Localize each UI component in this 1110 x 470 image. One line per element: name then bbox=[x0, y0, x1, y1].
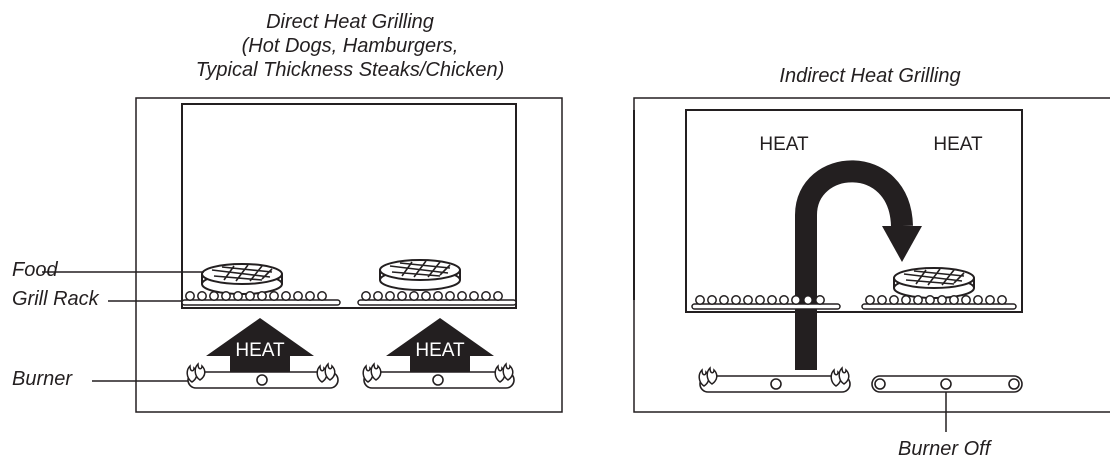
grill-rack-bar bbox=[889, 295, 899, 305]
heat-label: HEAT bbox=[933, 134, 983, 155]
grill-body-outline bbox=[135, 97, 563, 413]
grill-rack-bar bbox=[305, 291, 315, 301]
grill-rack-bar bbox=[803, 295, 813, 305]
grill-rack-bar bbox=[361, 291, 371, 301]
heat-arrow-label: HEAT bbox=[235, 340, 285, 361]
grill-rack-bars bbox=[695, 295, 1007, 305]
grill-rack-bar bbox=[433, 291, 443, 301]
grill-rack-bar bbox=[973, 295, 983, 305]
grill-rack-bar bbox=[695, 295, 705, 305]
burner-off-icon bbox=[871, 375, 1023, 393]
grill-rack-bar bbox=[925, 295, 935, 305]
heat-label: HEAT bbox=[759, 134, 809, 155]
burner-icon bbox=[698, 367, 851, 393]
curved-heat-arrow-icon bbox=[795, 160, 922, 370]
right-title: Indirect Heat Grilling bbox=[779, 65, 961, 87]
grill-rack-bar bbox=[707, 295, 717, 305]
left-title-line-2: (Hot Dogs, Hamburgers, bbox=[241, 35, 459, 57]
right-panel: HEAT HEAT bbox=[633, 97, 1110, 432]
steak-icon bbox=[201, 263, 283, 295]
grill-rack-bar bbox=[421, 291, 431, 301]
grill-rack-bar bbox=[731, 295, 741, 305]
grill-rack-bar bbox=[481, 291, 491, 301]
heat-arrow-icon: HEAT bbox=[386, 318, 494, 372]
grill-rack-bar bbox=[209, 291, 219, 301]
burner-label: Burner bbox=[12, 368, 73, 390]
grill-rack-bar bbox=[961, 295, 971, 305]
grill-rack-bar bbox=[373, 291, 383, 301]
grill-rack-bar bbox=[779, 295, 789, 305]
left-title-line-1: Direct Heat Grilling bbox=[266, 11, 434, 33]
grill-rack-icon bbox=[691, 303, 1017, 310]
grill-rack-bar bbox=[269, 291, 279, 301]
grill-rack-bar bbox=[317, 291, 327, 301]
grill-rack-bar bbox=[743, 295, 753, 305]
burner-off-label: Burner Off bbox=[898, 438, 991, 460]
steak-icon bbox=[893, 267, 975, 299]
grill-rack-bar bbox=[815, 295, 825, 305]
grill-rack-bar bbox=[949, 295, 959, 305]
grill-rack-bar bbox=[185, 291, 195, 301]
grill-rack-bar bbox=[901, 295, 911, 305]
grill-chamber bbox=[685, 109, 1023, 313]
heat-arrow-icon: HEAT bbox=[206, 318, 314, 372]
grill-rack-bar bbox=[719, 295, 729, 305]
grill-body-outline bbox=[633, 97, 1110, 413]
grill-rack-bar bbox=[457, 291, 467, 301]
grill-rack-bar bbox=[385, 291, 395, 301]
grill-rack-bar bbox=[493, 291, 503, 301]
grill-rack-bar bbox=[257, 291, 267, 301]
grill-rack-bar bbox=[791, 295, 801, 305]
grill-rack-bar bbox=[233, 291, 243, 301]
grill-rack-bar bbox=[445, 291, 455, 301]
grill-rack-bar bbox=[985, 295, 995, 305]
grill-rack-bar bbox=[221, 291, 231, 301]
grill-chamber bbox=[181, 103, 517, 309]
grill-rack-label: Grill Rack bbox=[12, 288, 99, 310]
burner-icon bbox=[186, 363, 339, 389]
grill-rack-bar bbox=[937, 295, 947, 305]
grill-rack-bar bbox=[281, 291, 291, 301]
grill-rack-bar bbox=[877, 295, 887, 305]
steak-icon bbox=[379, 259, 461, 291]
left-panel: HEAT HEAT bbox=[42, 97, 563, 413]
grill-rack-bar bbox=[293, 291, 303, 301]
grill-rack-bar bbox=[767, 295, 777, 305]
grill-rack-bar bbox=[755, 295, 765, 305]
heat-arrow-label: HEAT bbox=[415, 340, 465, 361]
burner-icon bbox=[362, 363, 515, 389]
grill-rack-bar bbox=[245, 291, 255, 301]
grill-rack-bar bbox=[997, 295, 1007, 305]
grill-rack-bar bbox=[469, 291, 479, 301]
grill-rack-bar bbox=[397, 291, 407, 301]
grill-rack-icon bbox=[181, 299, 517, 306]
left-title: Direct Heat Grilling (Hot Dogs, Hamburge… bbox=[160, 10, 540, 82]
food-label: Food bbox=[12, 259, 58, 281]
grill-rack-bar bbox=[197, 291, 207, 301]
left-title-line-3: Typical Thickness Steaks/Chicken) bbox=[195, 59, 505, 81]
grill-rack-bar bbox=[409, 291, 419, 301]
grill-rack-bar bbox=[913, 295, 923, 305]
grill-rack-bars bbox=[185, 291, 503, 301]
grill-rack-bar bbox=[865, 295, 875, 305]
